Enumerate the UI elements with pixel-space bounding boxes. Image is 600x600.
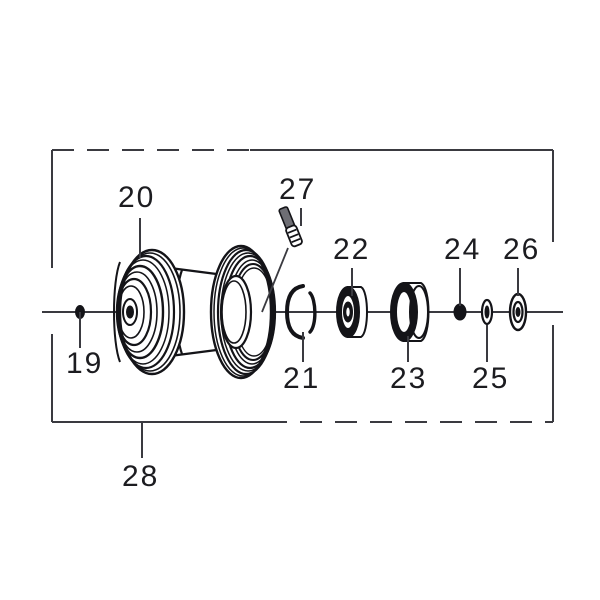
part-24-pin-dot bbox=[453, 303, 467, 321]
part-22-ball-bearing bbox=[336, 286, 368, 338]
part-20-spool bbox=[113, 244, 277, 380]
callout-label-23: 23 bbox=[390, 362, 427, 395]
part-27-pointer-line bbox=[261, 247, 289, 313]
part-25-small-washer bbox=[480, 298, 494, 326]
callout-label-26: 26 bbox=[503, 233, 540, 266]
callout-label-25: 25 bbox=[472, 362, 509, 395]
part-26-washer bbox=[508, 292, 528, 332]
part-27-set-screw bbox=[261, 206, 303, 313]
callout-label-21: 21 bbox=[283, 362, 320, 395]
callout-label-20: 20 bbox=[118, 181, 155, 214]
spool-right-flange bbox=[209, 244, 277, 380]
callout-label-22: 22 bbox=[333, 233, 370, 266]
callout-label-24: 24 bbox=[444, 233, 481, 266]
callout-leader-lines bbox=[79, 208, 519, 458]
spool-left-flange bbox=[113, 248, 186, 376]
assembly-group-frame bbox=[51, 149, 554, 423]
part-23-ball-bearing bbox=[390, 282, 430, 342]
callout-labels: 19 20 21 22 23 24 25 26 27 28 bbox=[66, 173, 540, 493]
part-21-snap-ring bbox=[284, 284, 317, 340]
callout-label-19: 19 bbox=[66, 347, 103, 380]
callout-label-28: 28 bbox=[122, 460, 159, 493]
callout-label-27: 27 bbox=[279, 173, 316, 206]
